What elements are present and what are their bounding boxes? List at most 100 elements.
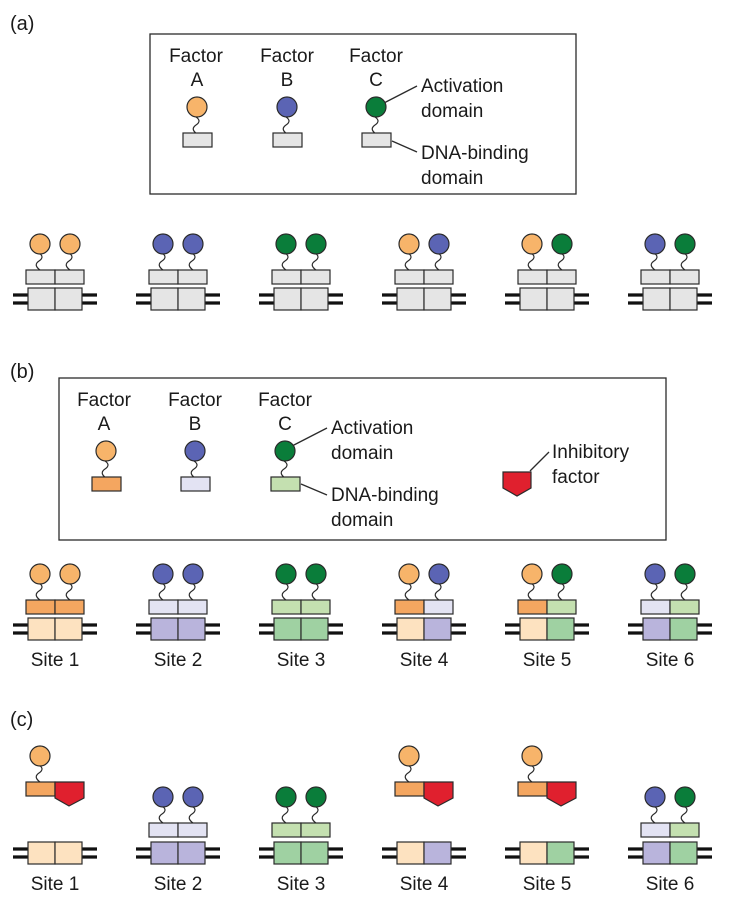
activation-domain [674, 563, 696, 585]
linker [680, 252, 688, 271]
binding-site-right [300, 841, 329, 865]
binding-site-right [669, 841, 698, 865]
site-group: Site 6 [628, 786, 712, 895]
dna-binding-domain [271, 269, 302, 285]
legend-factor-c-label: Factor [349, 46, 404, 67]
legend-inhibitory-label: Inhibitory [552, 442, 630, 463]
linker [311, 582, 319, 601]
legend-box [149, 33, 577, 195]
linker [101, 460, 109, 479]
activation-domain [398, 745, 420, 767]
activation-domain [186, 96, 208, 118]
activation-domain [182, 233, 204, 255]
site-label: Site 4 [400, 874, 449, 895]
activation-domain [275, 563, 297, 585]
linker [35, 764, 43, 783]
site-label: Site 2 [154, 874, 203, 895]
activation-domain [59, 563, 81, 585]
binding-site-left [150, 841, 179, 865]
binding-site-left [642, 617, 671, 641]
site-label: Site 5 [523, 650, 572, 671]
activation-domain [276, 96, 298, 118]
linker [281, 252, 289, 271]
site-label: Site 6 [646, 650, 695, 671]
legend-activation-label-2: domain [421, 101, 483, 122]
binding-site-left [642, 841, 671, 865]
dna-binding-domain [640, 822, 671, 838]
legend-factor-a-letter: A [191, 70, 204, 91]
binding-site-left [396, 617, 425, 641]
site-label: Site 3 [277, 650, 326, 671]
binding-site-left [273, 617, 302, 641]
activation-domain [182, 786, 204, 808]
binding-site-left [396, 287, 425, 311]
binding-site-right [54, 841, 83, 865]
binding-site-right [177, 287, 206, 311]
inhibitory-factor [423, 781, 454, 807]
binding-site-left [519, 617, 548, 641]
activation-domain [521, 745, 543, 767]
site-label: Site 2 [154, 650, 203, 671]
site-label: Site 6 [646, 874, 695, 895]
linker [188, 805, 196, 824]
linker [188, 582, 196, 601]
activation-domain [274, 440, 296, 462]
linker [282, 116, 290, 135]
dna-binding-domain [54, 599, 85, 615]
inhibitory-factor [546, 781, 577, 807]
activation-domain [184, 440, 206, 462]
dna-binding-domain [91, 476, 122, 492]
site-group: Site 3 [259, 786, 343, 895]
dna-binding-domain [394, 269, 425, 285]
site-group: Site 5 [505, 745, 589, 895]
dna-binding-domain [517, 269, 548, 285]
legend-dna-binding-label: DNA-binding [331, 485, 439, 506]
binding-site-left [27, 841, 56, 865]
site-group: Site 2 [136, 786, 220, 895]
linker [190, 460, 198, 479]
activation-domain [95, 440, 117, 462]
activation-domain [521, 233, 543, 255]
inhibitory-pointer [529, 451, 550, 472]
activation-domain [29, 233, 51, 255]
dna-binding-domain [300, 822, 331, 838]
dna-binding-domain [300, 599, 331, 615]
legend-dna-binding-label: DNA-binding [421, 143, 529, 164]
binding-site-left [519, 287, 548, 311]
legend-factor-b-label: Factor [260, 46, 315, 67]
binding-site-right [177, 841, 206, 865]
linker [650, 252, 658, 271]
legend-a: Factor A Factor B Factor C Activation do… [149, 33, 577, 195]
dna-binding-domain [148, 822, 179, 838]
dna-binding-domain [546, 599, 577, 615]
legend-factor-b-letter: B [281, 70, 294, 91]
activation-domain [29, 563, 51, 585]
site-label: Site 3 [277, 874, 326, 895]
activation-domain [305, 233, 327, 255]
linker [434, 252, 442, 271]
linker [404, 582, 412, 601]
site-group [13, 233, 97, 311]
legend-dna-binding-label-2: domain [421, 168, 483, 189]
binding-site-right [54, 617, 83, 641]
binding-site-right [54, 287, 83, 311]
activation-domain [551, 563, 573, 585]
activation-domain [29, 745, 51, 767]
binding-site-right [423, 287, 452, 311]
linker [680, 582, 688, 601]
binding-site-left [27, 617, 56, 641]
dna-binding-domain [300, 269, 331, 285]
linker [650, 582, 658, 601]
panel-b-label: (b) [10, 361, 34, 383]
linker [192, 116, 200, 135]
dna-binding-domain [271, 822, 302, 838]
dna-binding-domain [148, 599, 179, 615]
activation-domain [182, 563, 204, 585]
linker [65, 582, 73, 601]
dna-binding-domain [54, 269, 85, 285]
activation-domain [551, 233, 573, 255]
activation-domain [275, 786, 297, 808]
legend-factor-c-letter: C [369, 70, 383, 91]
linker [158, 805, 166, 824]
